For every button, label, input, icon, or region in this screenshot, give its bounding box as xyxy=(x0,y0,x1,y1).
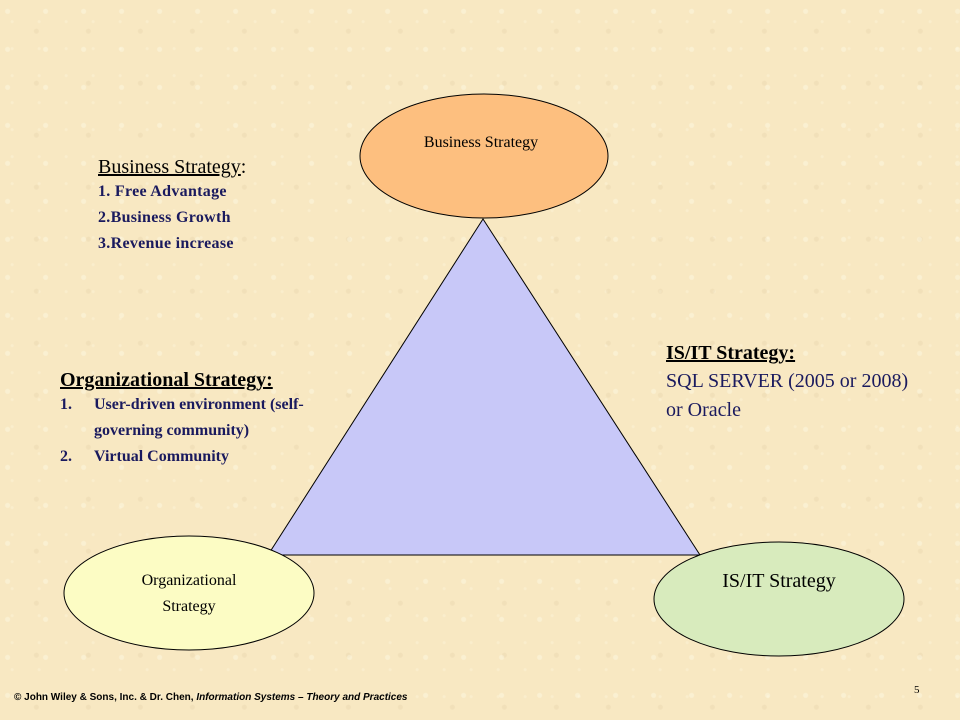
it-strategy-title: IS/IT Strategy: xyxy=(666,342,796,364)
list-item-number: 1. xyxy=(60,396,72,413)
it-strategy-block: IS/IT Strategy: SQL SERVER (2005 or 2008… xyxy=(666,342,926,425)
organizational-strategy-block: Organizational Strategy: 1. User-driven … xyxy=(60,369,360,470)
it-strategy-body: SQL SERVER (2005 or 2008) or Oracle xyxy=(666,370,909,421)
list-item-text: User-driven environment (self-governing … xyxy=(94,396,304,439)
it-strategy-ellipse xyxy=(653,541,905,657)
list-item: 2.Business Growth xyxy=(98,209,231,226)
footer-copyright-text: © John Wiley & Sons, Inc. & Dr. Chen, xyxy=(14,692,197,703)
page-number: 5 xyxy=(914,684,920,696)
organizational-ellipse-label-line2: Strategy xyxy=(162,598,215,615)
business-strategy-ellipse xyxy=(359,93,609,219)
list-item: 1. User-driven environment (self-governi… xyxy=(60,392,360,444)
list-item-text: Virtual Community xyxy=(94,448,229,465)
organizational-strategy-ellipse xyxy=(63,535,315,651)
organizational-strategy-list: 1. User-driven environment (self-governi… xyxy=(60,392,360,470)
business-strategy-title: Business Strategy: xyxy=(98,156,246,179)
business-strategy-block: Business Strategy: 1. Free Advantage 2.B… xyxy=(98,156,246,257)
strategy-triangle xyxy=(267,218,701,556)
business-strategy-list: 1. Free Advantage 2.Business Growth 3.Re… xyxy=(98,179,246,257)
list-item: 1. Free Advantage xyxy=(98,183,227,200)
business-strategy-title-text: Business Strategy xyxy=(98,156,241,178)
business-strategy-title-colon: : xyxy=(240,156,247,178)
footer-book-title: Information Systems – Theory and Practic… xyxy=(196,692,408,703)
business-strategy-ellipse-label: Business Strategy xyxy=(424,134,538,151)
list-item: 3.Revenue increase xyxy=(98,235,234,252)
footer-copyright: © John Wiley & Sons, Inc. & Dr. Chen, In… xyxy=(14,692,408,703)
it-strategy-ellipse-label: IS/IT Strategy xyxy=(722,570,836,592)
list-item-number: 2. xyxy=(60,448,72,465)
organizational-strategy-title: Organizational Strategy: xyxy=(60,369,273,391)
list-item: 2. Virtual Community xyxy=(60,444,360,470)
organizational-ellipse-label-line1: Organizational xyxy=(142,572,237,589)
